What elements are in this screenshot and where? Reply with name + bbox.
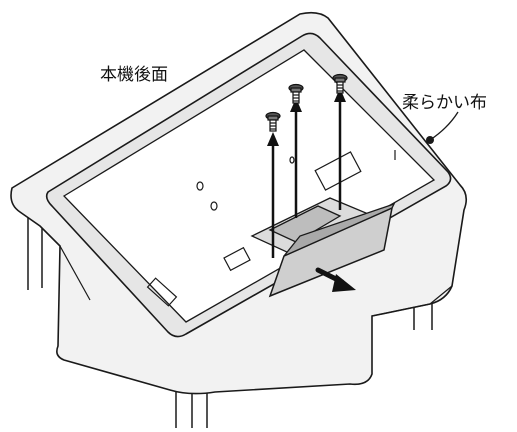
remove-direction-arrow [315, 267, 356, 292]
cloth-folds [59, 245, 453, 317]
rear-panel-label: 本機後面 [100, 65, 168, 85]
screw-icon [332, 73, 348, 94]
soft-cloth-label: 柔らかい布 [402, 93, 487, 113]
lift-arrows [267, 88, 346, 258]
stand-neck [268, 205, 342, 243]
cloth-leader-line [429, 111, 459, 141]
rear-panel-details [146, 150, 396, 307]
screw-icon [265, 111, 281, 132]
tv-rear-panel [62, 49, 436, 323]
screw-icon [288, 83, 304, 104]
cloth-leader-dot [426, 136, 434, 144]
stand-foot-top [283, 202, 396, 257]
